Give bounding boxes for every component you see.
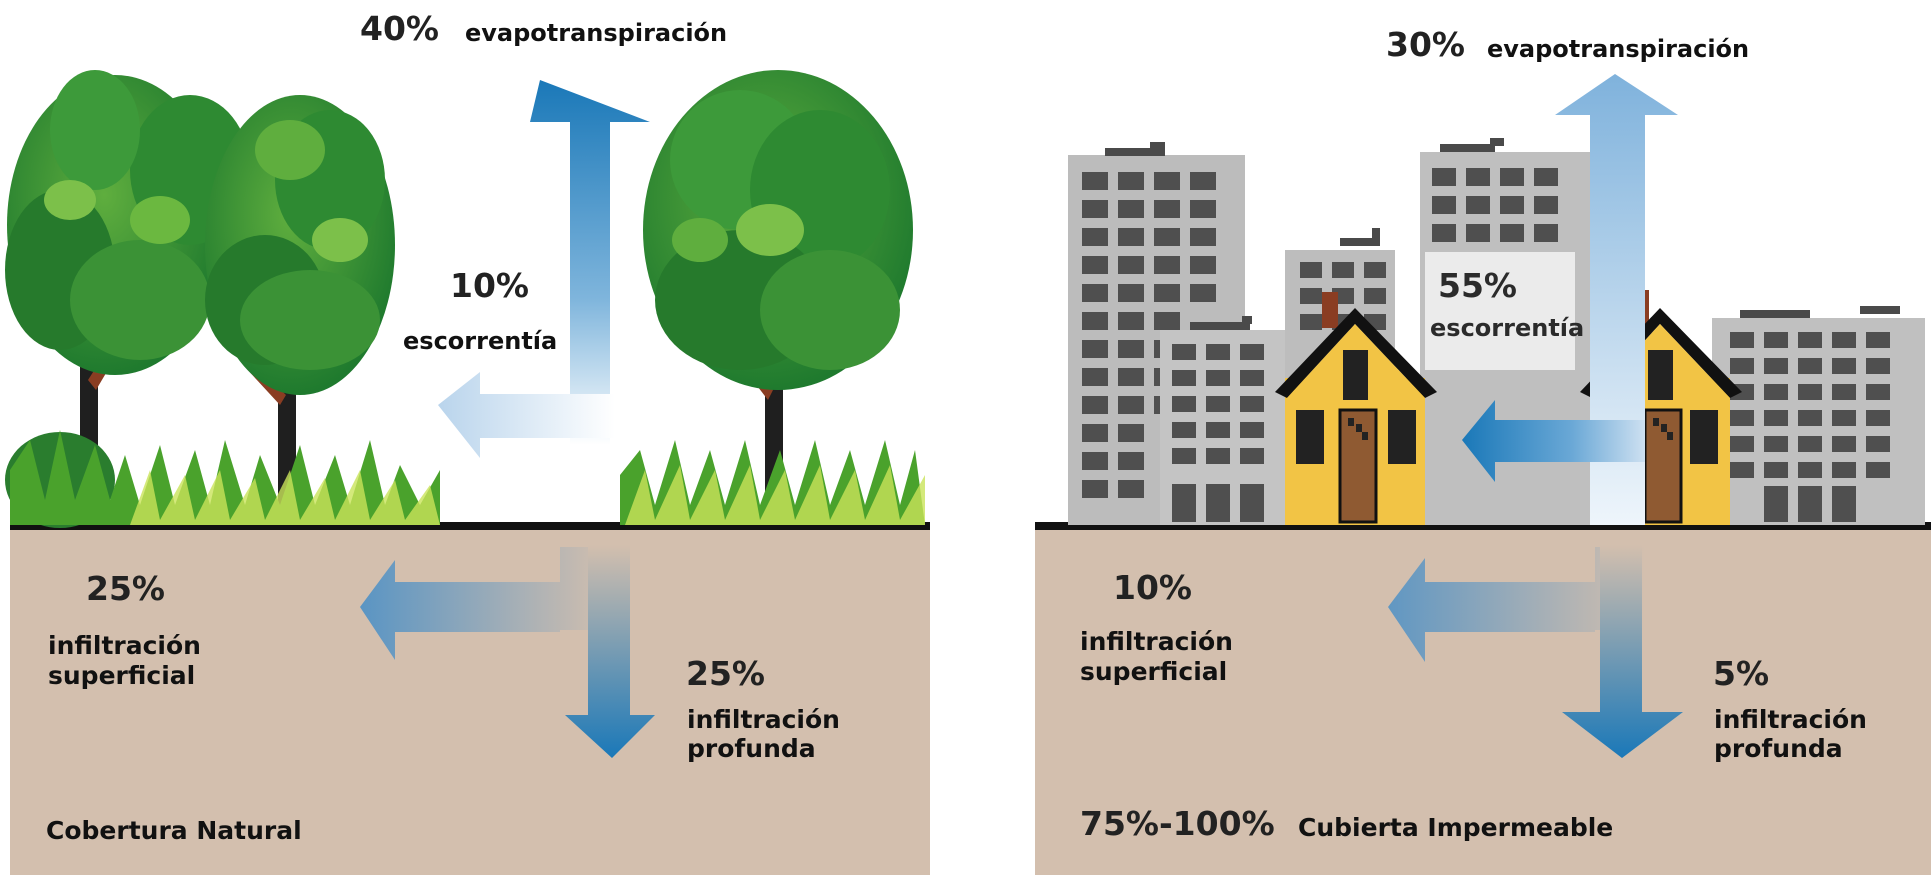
natural-shallow-infiltration-label-line1: infiltración <box>48 631 201 660</box>
deep-infiltration-arrow-natural <box>565 545 655 758</box>
ground-line-natural <box>10 522 930 530</box>
natural-runoff-percent: 10% <box>450 266 529 305</box>
urban-deep-infiltration-label-line2: profunda <box>1714 734 1843 763</box>
tree-left <box>5 70 250 375</box>
natural-shallow-infiltration-percent: 25% <box>86 569 165 608</box>
natural-shallow-infiltration-label-line2: superficial <box>48 661 196 690</box>
urban-evapotranspiration-label: evapotranspiración <box>1487 35 1750 63</box>
tree-middle <box>205 95 395 395</box>
runoff-arrow-natural <box>438 372 615 458</box>
ground-line-urban <box>1035 522 1931 530</box>
natural-deep-infiltration-label-line2: profunda <box>687 734 816 763</box>
shallow-infiltration-arrow-natural <box>360 547 610 660</box>
natural-runoff-label: escorrentía <box>403 327 558 355</box>
natural-deep-infiltration-percent: 25% <box>686 654 765 693</box>
evapotranspiration-arrow-urban <box>1555 74 1678 525</box>
building-low-right <box>1712 306 1925 525</box>
urban-runoff-percent: 55% <box>1438 266 1517 305</box>
natural-evapotranspiration-label: evapotranspiración <box>465 19 728 47</box>
urban-runoff-label: escorrentía <box>1430 314 1585 342</box>
natural-evapotranspiration-percent: 40% <box>360 9 439 48</box>
natural-deep-infiltration-label-line1: infiltración <box>687 705 840 734</box>
runoff-arrow-urban <box>1462 400 1645 482</box>
urban-shallow-infiltration-label-line1: infiltración <box>1080 627 1233 656</box>
house-left <box>1275 292 1437 525</box>
building-tall-right <box>1420 138 1592 525</box>
urban-deep-infiltration-percent: 5% <box>1713 654 1770 693</box>
urban-deep-infiltration-label-line1: infiltración <box>1714 705 1867 734</box>
grass-left <box>5 430 440 528</box>
building-low-left <box>1160 316 1285 525</box>
urban-shallow-infiltration-percent: 10% <box>1113 568 1192 607</box>
deep-infiltration-arrow-urban <box>1562 545 1683 758</box>
urban-cover-percent: 75%-100% <box>1080 804 1275 843</box>
evapotranspiration-arrow-natural <box>530 80 650 445</box>
grass-right <box>620 440 925 525</box>
tree-right <box>643 70 913 390</box>
natural-cover-label: Cobertura Natural <box>46 816 302 845</box>
urban-shallow-infiltration-label-line2: superficial <box>1080 657 1228 686</box>
urban-cover-label: Cubierta Impermeable <box>1298 813 1614 842</box>
shallow-infiltration-arrow-urban <box>1388 547 1645 662</box>
urban-evapotranspiration-percent: 30% <box>1386 25 1465 64</box>
